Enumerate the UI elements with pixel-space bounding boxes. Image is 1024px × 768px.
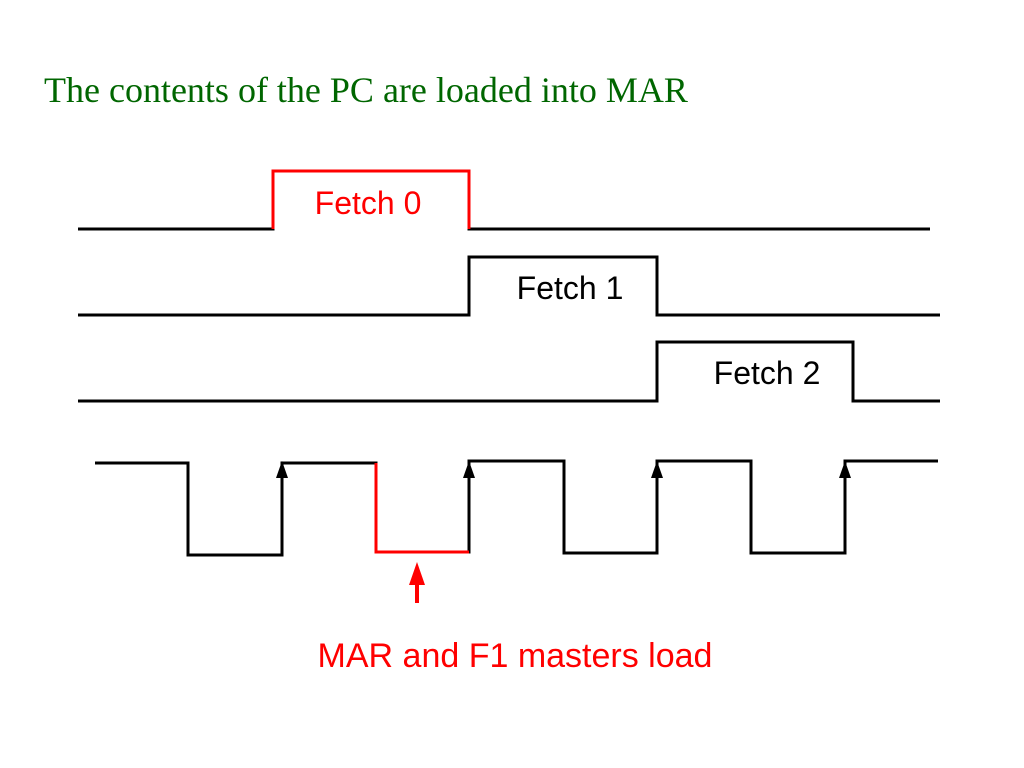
slide-title: The contents of the PC are loaded into M… [44, 70, 688, 110]
fetch-1-waveform [78, 255, 940, 317]
fetch-2-waveform [78, 340, 940, 403]
fetch-2-label: Fetch 2 [714, 355, 821, 391]
clock-low-phase-highlight [374, 463, 469, 554]
fetch-1-label: Fetch 1 [517, 270, 624, 306]
fetch-0-label: Fetch 0 [315, 185, 422, 221]
rising-edge-arrow-icon [839, 461, 851, 478]
annotation-text: MAR and F1 masters load [318, 637, 713, 675]
rising-edge-arrow-icon [276, 461, 288, 478]
rising-edge-arrow-icon [463, 461, 475, 478]
rising-edge-arrow-icon [651, 461, 663, 478]
clock-waveform [95, 459, 938, 557]
fetch-0-highlight [271, 169, 471, 229]
annotation-arrow-icon [409, 562, 425, 585]
fetch-0-waveform [78, 169, 930, 231]
